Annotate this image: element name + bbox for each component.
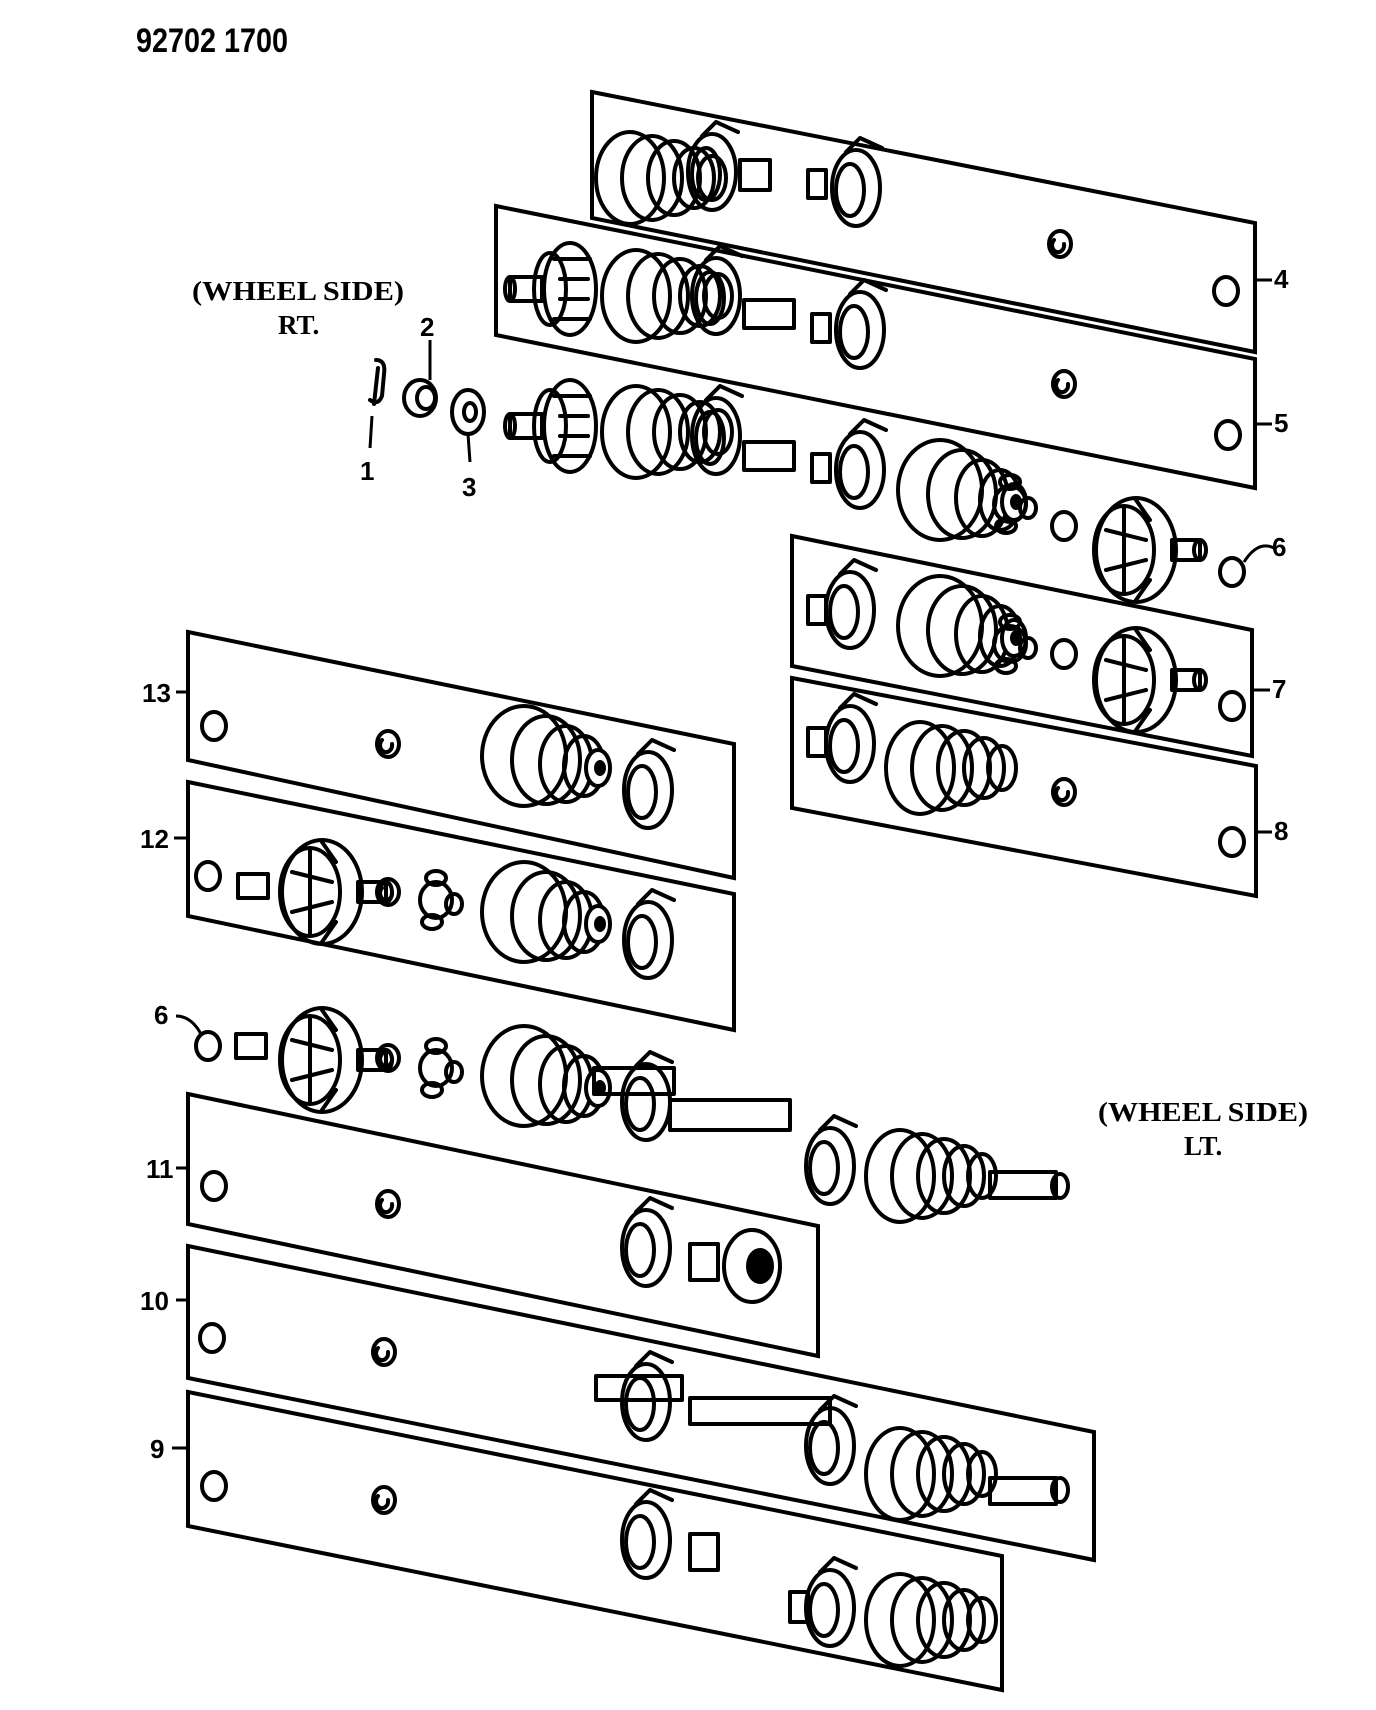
callout-4: 4: [1255, 264, 1289, 294]
svg-text:1: 1: [360, 456, 374, 486]
svg-text:11: 11: [146, 1154, 174, 1184]
callout-11: 11: [146, 1154, 188, 1184]
kit-12-plate: [186, 779, 736, 1033]
diagram-code: 92702 1700: [136, 22, 288, 60]
part-3-washer: [450, 388, 486, 436]
callout-8: 8: [1256, 816, 1288, 846]
callout-5: 5: [1255, 408, 1288, 438]
kit-7-plate: [790, 533, 1254, 759]
svg-text:7: 7: [1272, 674, 1286, 704]
callout-6-lt: 6: [154, 1000, 204, 1037]
svg-text:2: 2: [420, 312, 434, 342]
callout-12: 12: [140, 824, 188, 854]
part-2-nut: [402, 378, 438, 418]
callout-9: 9: [150, 1434, 188, 1464]
svg-text:12: 12: [140, 824, 169, 854]
kit-8-plate: [790, 675, 1258, 899]
kit-9-plate: [186, 1389, 1004, 1693]
callout-1: 1: [360, 415, 374, 486]
kit-10-plate: [186, 1243, 1096, 1563]
svg-text:13: 13: [142, 678, 171, 708]
callout-10: 10: [140, 1286, 188, 1316]
svg-text:5: 5: [1274, 408, 1288, 438]
kit-5-plate: [494, 203, 1257, 491]
lt-shaft-assembly: [194, 1006, 1070, 1224]
svg-text:3: 3: [462, 472, 476, 502]
wheel-side-lt-label: (WHEEL SIDE): [1098, 1097, 1308, 1127]
rt-shaft-assembly: [503, 378, 1246, 604]
callout-2: 2: [420, 312, 434, 380]
wheel-side-rt-suffix: RT.: [278, 310, 319, 340]
callout-6-rt: 6: [1242, 532, 1286, 563]
callout-3: 3: [462, 433, 476, 502]
part-1-cotter-pin: [368, 358, 387, 406]
callout-7: 7: [1252, 674, 1286, 704]
kit-11-plate: [186, 1091, 820, 1359]
svg-text:10: 10: [140, 1286, 169, 1316]
wheel-side-rt-label: (WHEEL SIDE): [192, 276, 404, 306]
svg-text:6: 6: [154, 1000, 168, 1030]
wheel-side-lt-suffix: LT.: [1184, 1131, 1222, 1161]
kit-4-plate: [590, 89, 1257, 355]
svg-text:6: 6: [1272, 532, 1286, 562]
callout-13: 13: [142, 678, 188, 708]
svg-text:4: 4: [1274, 264, 1289, 294]
svg-text:8: 8: [1274, 816, 1288, 846]
svg-text:9: 9: [150, 1434, 164, 1464]
kit-13-plate: [186, 629, 736, 881]
